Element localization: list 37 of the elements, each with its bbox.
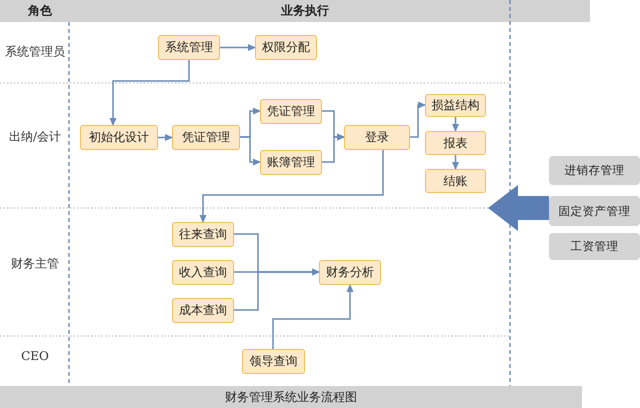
process-box: 账簿管理 xyxy=(260,150,322,175)
role-label: 系统管理员 xyxy=(5,44,65,60)
caption: 财务管理系统业务流程图 xyxy=(225,388,357,406)
arrow xyxy=(272,284,354,349)
column-header: 角色 xyxy=(28,2,52,20)
process-box: 报表 xyxy=(425,131,486,155)
column-header: 业务执行 xyxy=(281,2,329,20)
module-box: 进销存管理 xyxy=(549,156,640,185)
process-box: 凭证管理 xyxy=(260,99,322,124)
arrow xyxy=(452,155,459,170)
process-box: 凭证管理 xyxy=(172,125,240,150)
arrow xyxy=(452,117,459,132)
arrow xyxy=(240,136,261,166)
process-box: 财务分析 xyxy=(319,260,381,285)
process-box: 登录 xyxy=(344,125,410,150)
process-box: 权限分配 xyxy=(255,35,317,60)
process-box: 成本查询 xyxy=(172,298,234,323)
process-box: 初始化设计 xyxy=(80,125,158,150)
arrow xyxy=(110,60,190,126)
arrow xyxy=(158,134,173,141)
process-box: 往来查询 xyxy=(172,222,234,247)
arrow xyxy=(322,134,345,163)
role-label: 出纳/会计 xyxy=(8,128,62,146)
arrow xyxy=(220,44,256,51)
block-arrow xyxy=(488,185,549,231)
arrow xyxy=(410,102,426,138)
arrow xyxy=(234,268,320,311)
process-box: 结账 xyxy=(425,169,486,193)
module-box: 工资管理 xyxy=(549,233,640,260)
arrow xyxy=(200,150,384,223)
role-label: CEO xyxy=(21,349,49,363)
role-label: 财务主管 xyxy=(11,256,59,272)
process-box: 收入查询 xyxy=(172,260,234,285)
module-box: 固定资产管理 xyxy=(549,196,640,226)
process-box: 损益结构 xyxy=(425,94,486,117)
process-box: 系统管理 xyxy=(158,35,220,60)
process-box: 领导查询 xyxy=(242,349,305,374)
